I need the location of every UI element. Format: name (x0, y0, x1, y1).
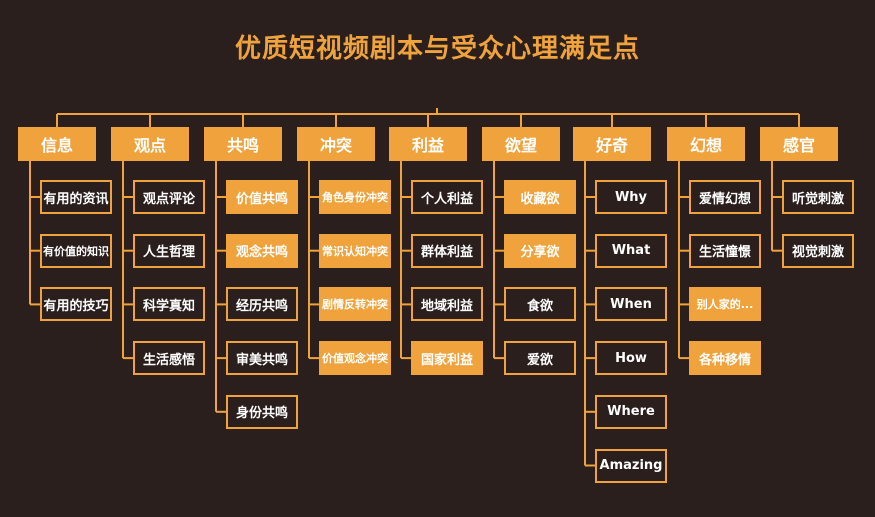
page-title: 优质短视频剧本与受众心理满足点 (234, 34, 640, 64)
item-node: 有用的技巧 (40, 287, 112, 322)
item-node: 收藏欲 (504, 180, 576, 214)
item-node: 个人利益 (411, 180, 483, 214)
item-node: 价值共鸣 (226, 180, 298, 214)
category-header: 幻想 (667, 127, 745, 161)
item-node: 各种移情 (689, 341, 761, 376)
category-header: 利益 (389, 127, 467, 161)
item-node: When (595, 287, 667, 322)
item-node: 群体利益 (411, 233, 483, 268)
item-node: 分享欲 (504, 233, 576, 268)
item-node: Where (595, 394, 667, 429)
item-node: 有价值的知识 (40, 233, 112, 268)
category-header: 好奇 (573, 127, 651, 161)
item-node: What (595, 233, 667, 268)
category-header: 观点 (111, 127, 189, 161)
item-node: 食欲 (504, 287, 576, 322)
category-header: 感官 (760, 127, 838, 161)
item-node: 生活憧憬 (689, 233, 761, 268)
item-node: 有用的资讯 (40, 180, 112, 214)
item-node: 地域利益 (411, 287, 483, 322)
category-header: 冲突 (297, 127, 375, 161)
item-node: 常识认知冲突 (319, 233, 391, 268)
item-node: 剧情反转冲突 (319, 287, 391, 322)
item-node: 别人家的... (689, 287, 761, 322)
category-header: 共鸣 (204, 127, 282, 161)
category-header: 欲望 (482, 127, 560, 161)
item-node: Why (595, 180, 667, 214)
item-node: 经历共鸣 (226, 287, 298, 322)
item-node: 科学真知 (133, 287, 205, 322)
item-node: 角色身份冲突 (319, 180, 391, 214)
item-node: 身份共鸣 (226, 394, 298, 429)
category-header: 信息 (18, 127, 96, 161)
item-node: 人生哲理 (133, 233, 205, 268)
item-node: Amazing (595, 448, 667, 483)
item-node: 审美共鸣 (226, 341, 298, 376)
item-node: How (595, 341, 667, 376)
item-node: 生活感悟 (133, 341, 205, 376)
item-node: 爱情幻想 (689, 180, 761, 214)
item-node: 观点评论 (133, 180, 205, 214)
item-node: 听觉刺激 (782, 180, 854, 214)
item-node: 观念共鸣 (226, 233, 298, 268)
item-node: 价值观念冲突 (319, 341, 391, 376)
item-node: 视觉刺激 (782, 233, 854, 268)
item-node: 国家利益 (411, 341, 483, 376)
item-node: 爱欲 (504, 341, 576, 376)
